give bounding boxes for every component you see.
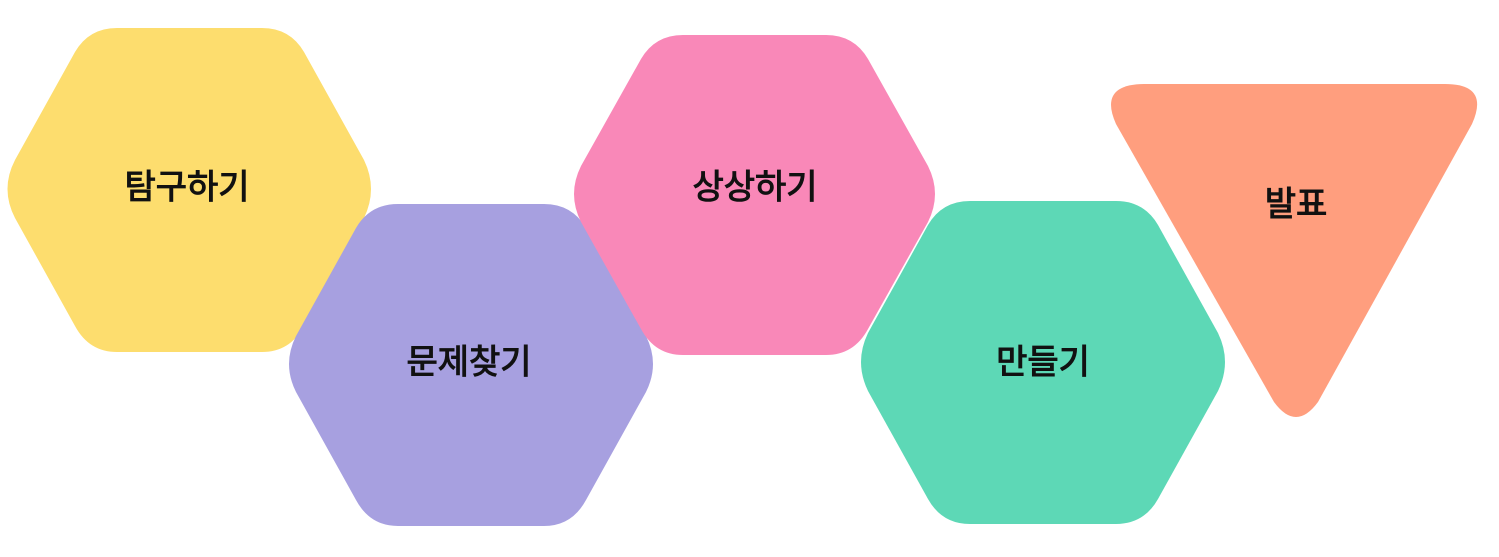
step-find-problem: 문제찾기 [289, 204, 653, 526]
step-explore: 탐구하기 [7, 28, 371, 352]
step-imagine-label: 상상하기 [692, 168, 817, 208]
step-imagine: 상상하기 [574, 35, 935, 355]
step-present: 발표 [1111, 84, 1478, 417]
step-explore-label: 탐구하기 [124, 168, 249, 208]
step-make-hexagon [861, 201, 1225, 524]
step-explore-hexagon [7, 28, 371, 352]
step-imagine-hexagon [574, 35, 935, 355]
step-find-problem-hexagon [289, 204, 653, 526]
step-find-problem-label: 문제찾기 [406, 343, 531, 383]
step-present-label: 발표 [1265, 185, 1328, 225]
step-make-label: 만들기 [996, 343, 1090, 383]
step-make: 만들기 [861, 201, 1225, 524]
step-present-triangle [1111, 84, 1478, 417]
